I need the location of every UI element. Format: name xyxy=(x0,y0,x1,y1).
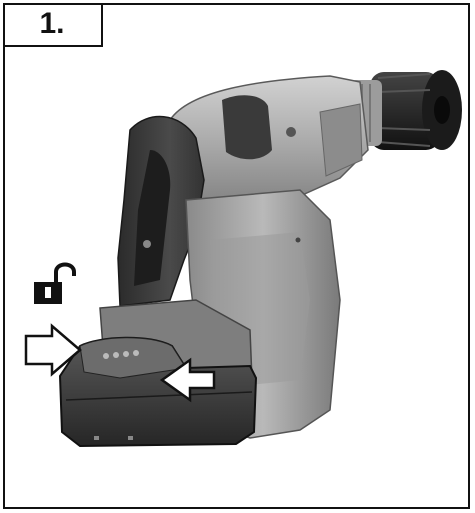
step-label: 1. xyxy=(39,7,65,40)
battery-pack xyxy=(58,336,258,448)
arrow-right-icon xyxy=(24,323,82,377)
chuck xyxy=(370,70,462,150)
arrow-left-icon xyxy=(159,357,216,403)
step-number: 1. xyxy=(3,3,103,47)
head-band xyxy=(222,95,272,160)
unlock-icon xyxy=(34,262,76,304)
